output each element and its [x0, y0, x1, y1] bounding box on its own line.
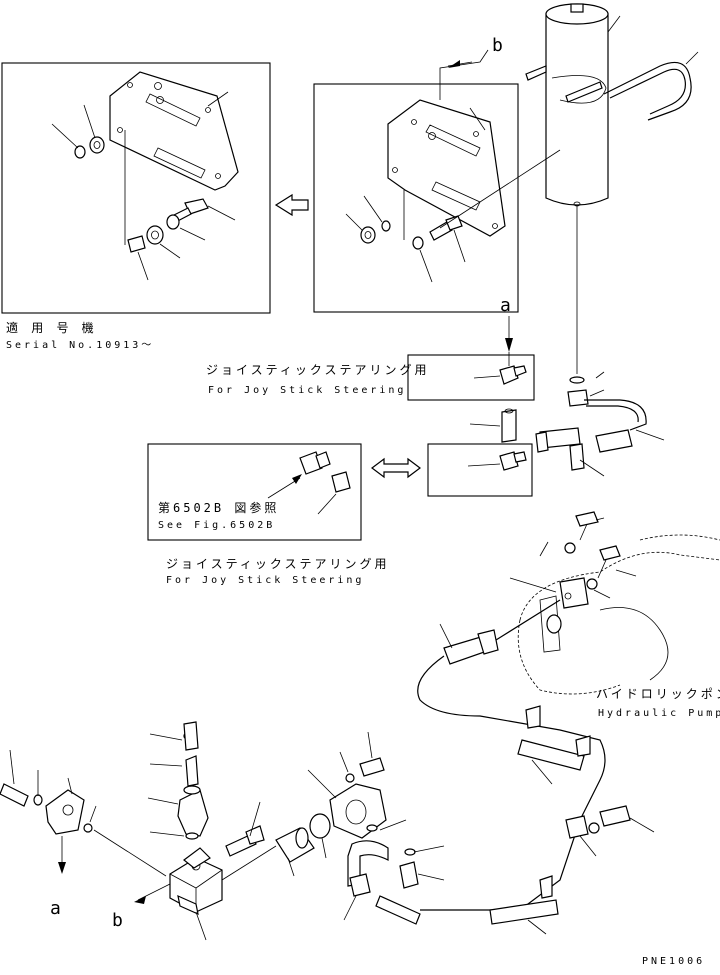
- label-a-bottom: a: [50, 898, 61, 919]
- joystick-label-en-bottom: For Joy Stick Steering: [166, 575, 364, 586]
- see-fig-box: [147, 443, 362, 541]
- detail-box-left: [1, 62, 271, 314]
- detail-arrow-left: [274, 193, 309, 217]
- label-b-top: b: [492, 35, 503, 56]
- joystick-label-jp-bottom: ジョイスティックステアリング用: [166, 557, 390, 571]
- see-fig-en: See Fig.6502B: [158, 520, 275, 531]
- label-b-bottom: b: [112, 910, 123, 931]
- serial-label-en: Serial No.10913～: [6, 340, 154, 351]
- arrow-a-top: [505, 316, 513, 352]
- page-code: PNE1006: [642, 956, 705, 967]
- pump-label-jp: ハイドロリックポンプ: [596, 687, 720, 701]
- joystick-box-bottom-right: [427, 443, 533, 497]
- joystick-box-top: [407, 352, 535, 401]
- label-a-top: a: [500, 295, 511, 316]
- pipe-route: [417, 655, 655, 935]
- right-hose-assembly: [535, 371, 665, 477]
- arrow-b-top: [439, 49, 489, 100]
- adapter-part: [469, 408, 517, 443]
- see-fig-jp: 第6502B 図参照: [158, 500, 279, 515]
- serial-label-jp: 適 用 号 機: [6, 320, 97, 335]
- detail-box-right: [313, 83, 519, 313]
- hydraulic-pump: [439, 511, 720, 695]
- joystick-label-en-top: For Joy Stick Steering: [208, 385, 406, 396]
- valve-assembly: [0, 721, 445, 941]
- double-arrow: [371, 457, 421, 479]
- joystick-label-jp-top: ジョイスティックステアリング用: [206, 363, 430, 377]
- filter-tank: [439, 3, 699, 374]
- pump-label-en: Hydraulic Pump: [598, 708, 720, 719]
